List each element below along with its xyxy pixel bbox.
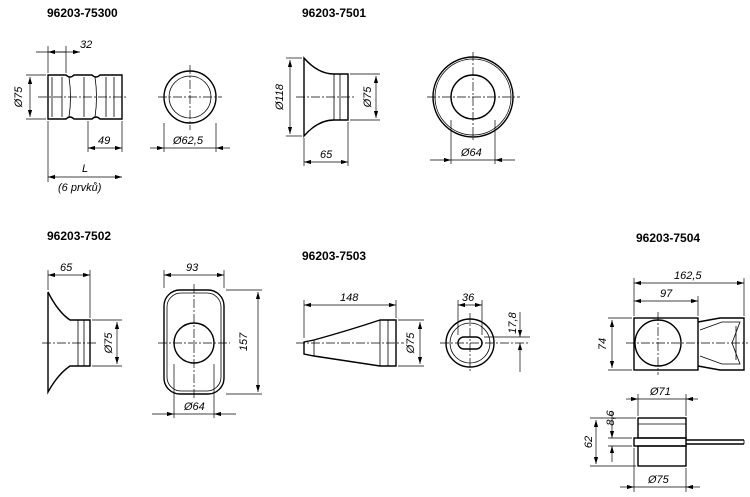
part-code-7504: 96203-7504 (636, 231, 700, 245)
dim-7501-d2: Ø75 (362, 86, 374, 109)
part-75300: 96203-75300 32 Ø75 49 L (13, 6, 230, 194)
dim-7504-d5: 8,6 (605, 409, 617, 425)
part-7501: 96203-7501 Ø118 Ø75 65 (274, 6, 520, 166)
part-75300-front-view (158, 65, 222, 130)
dim-7504-d1: 162,5 (674, 270, 702, 282)
dim-75300-d5: L (82, 163, 88, 175)
dim-7504-d6: 62 (583, 436, 595, 448)
part-7503-front-view (440, 313, 528, 372)
part-code-7502: 96203-7502 (47, 229, 111, 243)
part-75300-side-view (38, 74, 128, 120)
part-7504: 96203-7504 162,5 97 74 (583, 231, 748, 492)
dim-7502-d3: 93 (186, 262, 199, 274)
dim-7503-d3: 36 (462, 292, 475, 304)
part-7501-front-view (427, 52, 520, 142)
dim-75300-d3: 49 (98, 135, 110, 147)
part-code-7501: 96203-7501 (302, 6, 366, 20)
dim-7504-d3: 74 (597, 338, 609, 350)
dim-75300-d2: Ø75 (13, 86, 25, 109)
dim-7502-d5: Ø64 (183, 401, 205, 413)
part-7504-side-view (633, 417, 745, 467)
part-7503-side-view (296, 319, 404, 367)
dim-7501-d1: Ø118 (274, 83, 286, 111)
part-7502-side-view (42, 291, 98, 395)
dim-7504-d2: 97 (660, 288, 673, 300)
dim-7502-d4: 157 (238, 332, 250, 351)
part-7501-side-view (296, 56, 356, 138)
part-7503: 96203-7503 148 Ø75 36 (296, 249, 530, 372)
dim-7503-d1: 148 (340, 292, 359, 304)
part-code-75300: 96203-75300 (47, 6, 118, 20)
dim-7502-d1: 65 (60, 262, 73, 274)
dim-7501-d3: 65 (320, 149, 333, 161)
dim-75300-note: (6 prvků) (58, 182, 102, 194)
part-7502-front-view (158, 284, 230, 400)
dim-7503-d2: Ø75 (405, 332, 417, 355)
dim-75300-d4: Ø62,5 (172, 135, 204, 147)
part-7502: 96203-7502 65 Ø75 93 (42, 229, 262, 418)
dim-7504-d4: Ø71 (649, 386, 671, 398)
dim-7501-d4: Ø64 (460, 147, 482, 159)
dim-7504-d7: Ø75 (647, 474, 670, 486)
part-code-7503: 96203-7503 (302, 249, 366, 263)
dim-75300-d1: 32 (80, 39, 92, 51)
dim-7503-d4: 17,8 (507, 311, 519, 333)
part-7504-top-view (626, 312, 748, 375)
dim-7502-d2: Ø75 (103, 332, 115, 355)
